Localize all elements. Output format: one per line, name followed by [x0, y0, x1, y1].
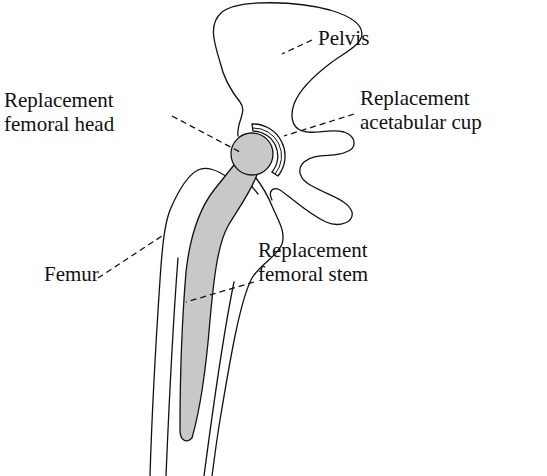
femoral-stem	[180, 160, 258, 441]
leader-line	[172, 116, 240, 152]
leader-line	[186, 282, 254, 302]
part-label: Replacement acetabular cup	[360, 86, 540, 134]
femur-canal	[166, 258, 178, 476]
leader-line	[98, 236, 162, 278]
part-label: Femur	[44, 262, 114, 286]
part-label: Pelvis	[318, 26, 438, 50]
leader-line	[284, 114, 354, 136]
leader-line	[282, 40, 312, 54]
part-label: Replacement femoral head	[4, 88, 164, 136]
femoral-head	[231, 133, 273, 175]
part-label: Replacement femoral stem	[258, 238, 438, 286]
